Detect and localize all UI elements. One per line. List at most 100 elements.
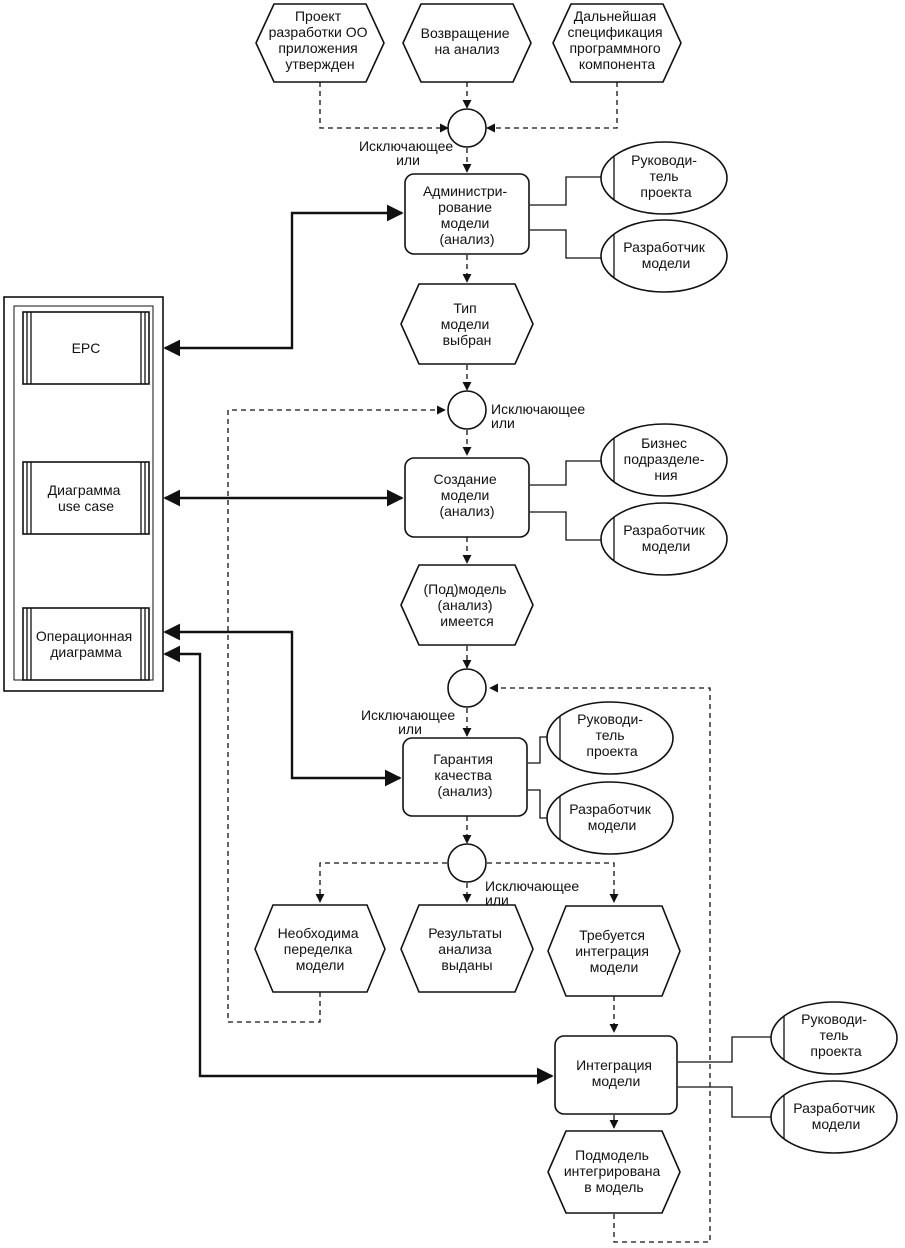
function-f2-line-3: (анализ) — [439, 503, 494, 519]
role-r2[interactable]: Разработчик модели — [600, 219, 728, 293]
event-e1[interactable]: Проект разработки ОО приложения утвержде… — [255, 3, 385, 83]
model-use-case-label-2: use case — [58, 498, 114, 514]
function-f1-line-1: Администри- — [423, 183, 508, 199]
flow-e1-x1 — [319, 82, 449, 133]
role-r8-line-1: Разработчик — [793, 1100, 876, 1116]
function-f4[interactable]: Интеграция модели — [554, 1035, 678, 1115]
flow-e3-x1 — [486, 82, 618, 133]
role-r3-line-2: подразделе- — [624, 451, 705, 467]
role-r8[interactable]: Разработчик модели — [770, 1080, 898, 1154]
event-e3-line-1: Дальнейшая — [574, 8, 657, 24]
event-e5-line-2: (анализ) — [438, 597, 493, 613]
connector-xor-4-line-1: Исключающее — [485, 878, 579, 894]
function-f1[interactable]: Администри- рование модели (анализ) — [404, 173, 530, 255]
model-operational-label-1: Операционная — [36, 628, 132, 644]
model-epc-label: EPC — [72, 340, 101, 356]
svg-text:Руководи- тель про: Руководи- тель проекта — [577, 711, 647, 759]
event-e8-line-2: интеграция — [575, 943, 649, 959]
model-operational[interactable]: Операционная диаграмма — [22, 607, 150, 681]
ref-epc-f1 — [163, 204, 404, 357]
svg-text:Создание модели (а: Создание модели (анализ) — [433, 471, 500, 519]
svg-text:Разработчик модели: Разработчик модели — [623, 239, 709, 271]
connector-xor-4-line-2: или — [485, 892, 509, 908]
model-epc[interactable]: EPC — [22, 311, 150, 385]
connector-xor-3-line-2: или — [398, 721, 422, 737]
connector-xor-4[interactable]: Исключающее или — [447, 843, 583, 908]
flow-return-loop — [489, 683, 711, 1243]
event-e4-line-3: выбран — [443, 332, 492, 348]
event-e9[interactable]: Подмодель интегрирована в модель — [547, 1130, 681, 1214]
connector-xor-2-line-2: или — [491, 415, 515, 431]
role-r2-line-1: Разработчик — [623, 239, 706, 255]
event-e7-line-3: выданы — [441, 957, 492, 973]
link-f2-r3 — [530, 460, 602, 486]
model-operational-label-2: диаграмма — [50, 644, 122, 660]
role-r7-line-2: тель — [820, 1027, 849, 1043]
role-r6-line-2: модели — [588, 817, 637, 833]
event-e6-line-3: модели — [296, 957, 345, 973]
role-r4[interactable]: Разработчик модели — [600, 502, 728, 576]
svg-text:Тип модели выбран: Тип модели выбран — [441, 300, 493, 348]
event-e3[interactable]: Дальнейшая спецификация программного ком… — [552, 3, 682, 83]
role-r3[interactable]: Бизнес подразделе- ния — [600, 423, 728, 497]
connector-xor-2-line-1: Исключающее — [491, 401, 585, 417]
function-f3[interactable]: Гарантия качества (анализ) — [402, 737, 528, 817]
role-r1[interactable]: Руководи- тель проекта — [600, 141, 728, 215]
svg-text:Операционная диаграмма: Операционная диаграмма — [36, 628, 136, 660]
event-e2-line-1: Возвращение — [421, 25, 510, 41]
svg-text:Дальнейшая спецификация: Дальнейшая спецификация программного ком… — [567, 8, 666, 72]
svg-text:Требуется интеграция: Требуется интеграция модели — [575, 927, 653, 975]
flow-x4-e6 — [315, 862, 447, 903]
connector-xor-2[interactable]: Исключающее или — [447, 390, 589, 431]
event-e7[interactable]: Результаты анализа выданы — [400, 904, 534, 993]
event-e3-line-3: программного — [569, 40, 660, 56]
event-e5[interactable]: (Под)модель (анализ) имеется — [400, 564, 534, 646]
role-r5[interactable]: Руководи- тель проекта — [546, 701, 674, 775]
link-f1-r1 — [530, 176, 602, 206]
role-r1-line-2: тель — [650, 168, 679, 184]
role-r3-line-3: ния — [654, 467, 677, 483]
event-e7-line-2: анализа — [438, 941, 492, 957]
event-e3-line-2: спецификация — [567, 24, 662, 40]
event-e1-line-1: Проект — [295, 8, 342, 24]
function-f2[interactable]: Создание модели (анализ) — [404, 457, 530, 538]
svg-text:Гарантия качества: Гарантия качества (анализ) — [433, 751, 497, 799]
function-f3-line-3: (анализ) — [437, 783, 492, 799]
svg-text:Результаты анализа: Результаты анализа выданы — [428, 925, 506, 973]
svg-text:(Под)модель (анализ): (Под)модель (анализ) имеется — [424, 581, 511, 629]
flow-x4-e8 — [487, 862, 619, 903]
svg-text:Администри- рование: Администри- рование модели (анализ) — [423, 183, 511, 247]
role-r1-line-3: проекта — [640, 184, 691, 200]
connector-xor-1-line-1: Исключающее — [359, 138, 453, 154]
role-r6[interactable]: Разработчик модели — [546, 781, 674, 855]
link-f1-r2 — [530, 229, 602, 259]
role-r5-line-1: Руководи- — [577, 711, 643, 727]
link-f2-r4 — [530, 511, 602, 541]
connector-xor-3[interactable]: Исключающее или — [361, 668, 487, 737]
function-f1-line-3: модели — [441, 215, 490, 231]
link-f4-r7 — [678, 1036, 772, 1063]
event-e6[interactable]: Необходима переделка модели — [254, 904, 386, 993]
role-r7[interactable]: Руководи- тель проекта — [770, 1001, 898, 1075]
event-e8-line-3: модели — [590, 959, 639, 975]
model-use-case-label-1: Диаграмма — [48, 482, 121, 498]
svg-text:Разработчик модели: Разработчик модели — [793, 1100, 879, 1132]
connector-xor-3-line-1: Исключающее — [361, 707, 455, 723]
function-f2-line-1: Создание — [433, 471, 496, 487]
svg-text:Бизнес подразделе-: Бизнес подразделе- ния — [624, 435, 709, 483]
role-r5-line-3: проекта — [586, 743, 637, 759]
event-e1-line-3: приложения — [278, 40, 357, 56]
link-f3-r5 — [528, 736, 548, 764]
function-f4-line-2: модели — [592, 1073, 641, 1089]
event-e8[interactable]: Требуется интеграция модели — [547, 905, 681, 997]
function-f3-line-2: качества — [434, 767, 492, 783]
svg-text:Разработчик модели: Разработчик модели — [623, 522, 709, 554]
event-e2[interactable]: Возвращение на анализ — [402, 3, 532, 83]
link-f4-r8 — [678, 1086, 772, 1118]
event-e4[interactable]: Тип модели выбран — [400, 283, 534, 365]
role-r2-line-2: модели — [642, 255, 691, 271]
model-use-case[interactable]: Диаграмма use case — [22, 461, 150, 535]
connector-xor-1[interactable]: Исключающее или — [359, 108, 487, 168]
event-e7-line-1: Результаты — [428, 925, 502, 941]
